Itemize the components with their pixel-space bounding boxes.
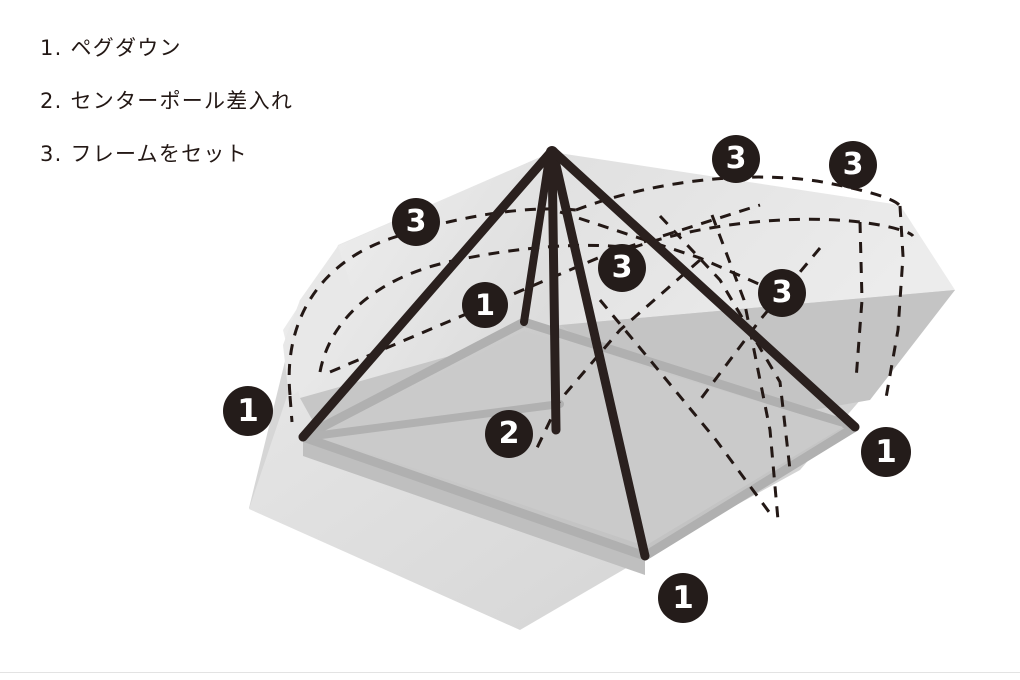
badge-1-bottom: 1 (658, 573, 708, 623)
frame-diag-b (559, 210, 787, 298)
step-item-2: 2. センターポール差入れ (40, 89, 294, 113)
pole-apex-to-right-peg (549, 147, 860, 432)
pole-apex-to-front-peg (548, 147, 650, 561)
badge-2-center-pole: 2 (485, 410, 533, 458)
apex-joint (546, 146, 558, 158)
badge-3-top-1: 3 (712, 135, 760, 183)
step-list: 1. ペグダウン 2. センターポール差入れ 3. フレームをセット (40, 38, 460, 197)
frame-arc-left-inner (318, 243, 633, 373)
frame-arc-top-right (575, 175, 902, 212)
page-bottom-rule (0, 672, 1020, 673)
center-pole (547, 147, 561, 435)
badge-3-top-2: 3 (829, 141, 877, 189)
badge-3-left: 3 (392, 198, 440, 246)
pole-apex-to-rear-strut (520, 148, 554, 326)
badge-1-right: 1 (861, 427, 911, 477)
step-item-3: 3. フレームをセット (40, 142, 248, 166)
floor-inner-panel (318, 331, 843, 546)
frame-cross-3 (698, 247, 822, 401)
badge-1-left: 1 (223, 386, 273, 436)
frame-left-drop (288, 395, 294, 423)
frame-leg-right (884, 205, 905, 399)
badge-1-center-left: 1 (462, 282, 508, 328)
frame-cross-1 (534, 258, 701, 451)
frame-leg-right-2 (854, 221, 864, 381)
badge-3-right-mid: 3 (758, 269, 806, 317)
step-item-1: 1. ペグダウン (40, 36, 182, 60)
pole-group (298, 146, 860, 561)
canopy-upper-right (552, 152, 955, 325)
pole-apex-to-left-peg (298, 147, 556, 442)
canopy-left-apron (283, 246, 352, 398)
badge-3-mid: 3 (598, 244, 646, 292)
frame-diag-d (710, 214, 780, 521)
frame-arc-right-curve (631, 217, 915, 250)
frame-cross-2 (598, 299, 774, 517)
floor-crease (302, 400, 564, 441)
frame-arc-left-outer (287, 207, 577, 396)
